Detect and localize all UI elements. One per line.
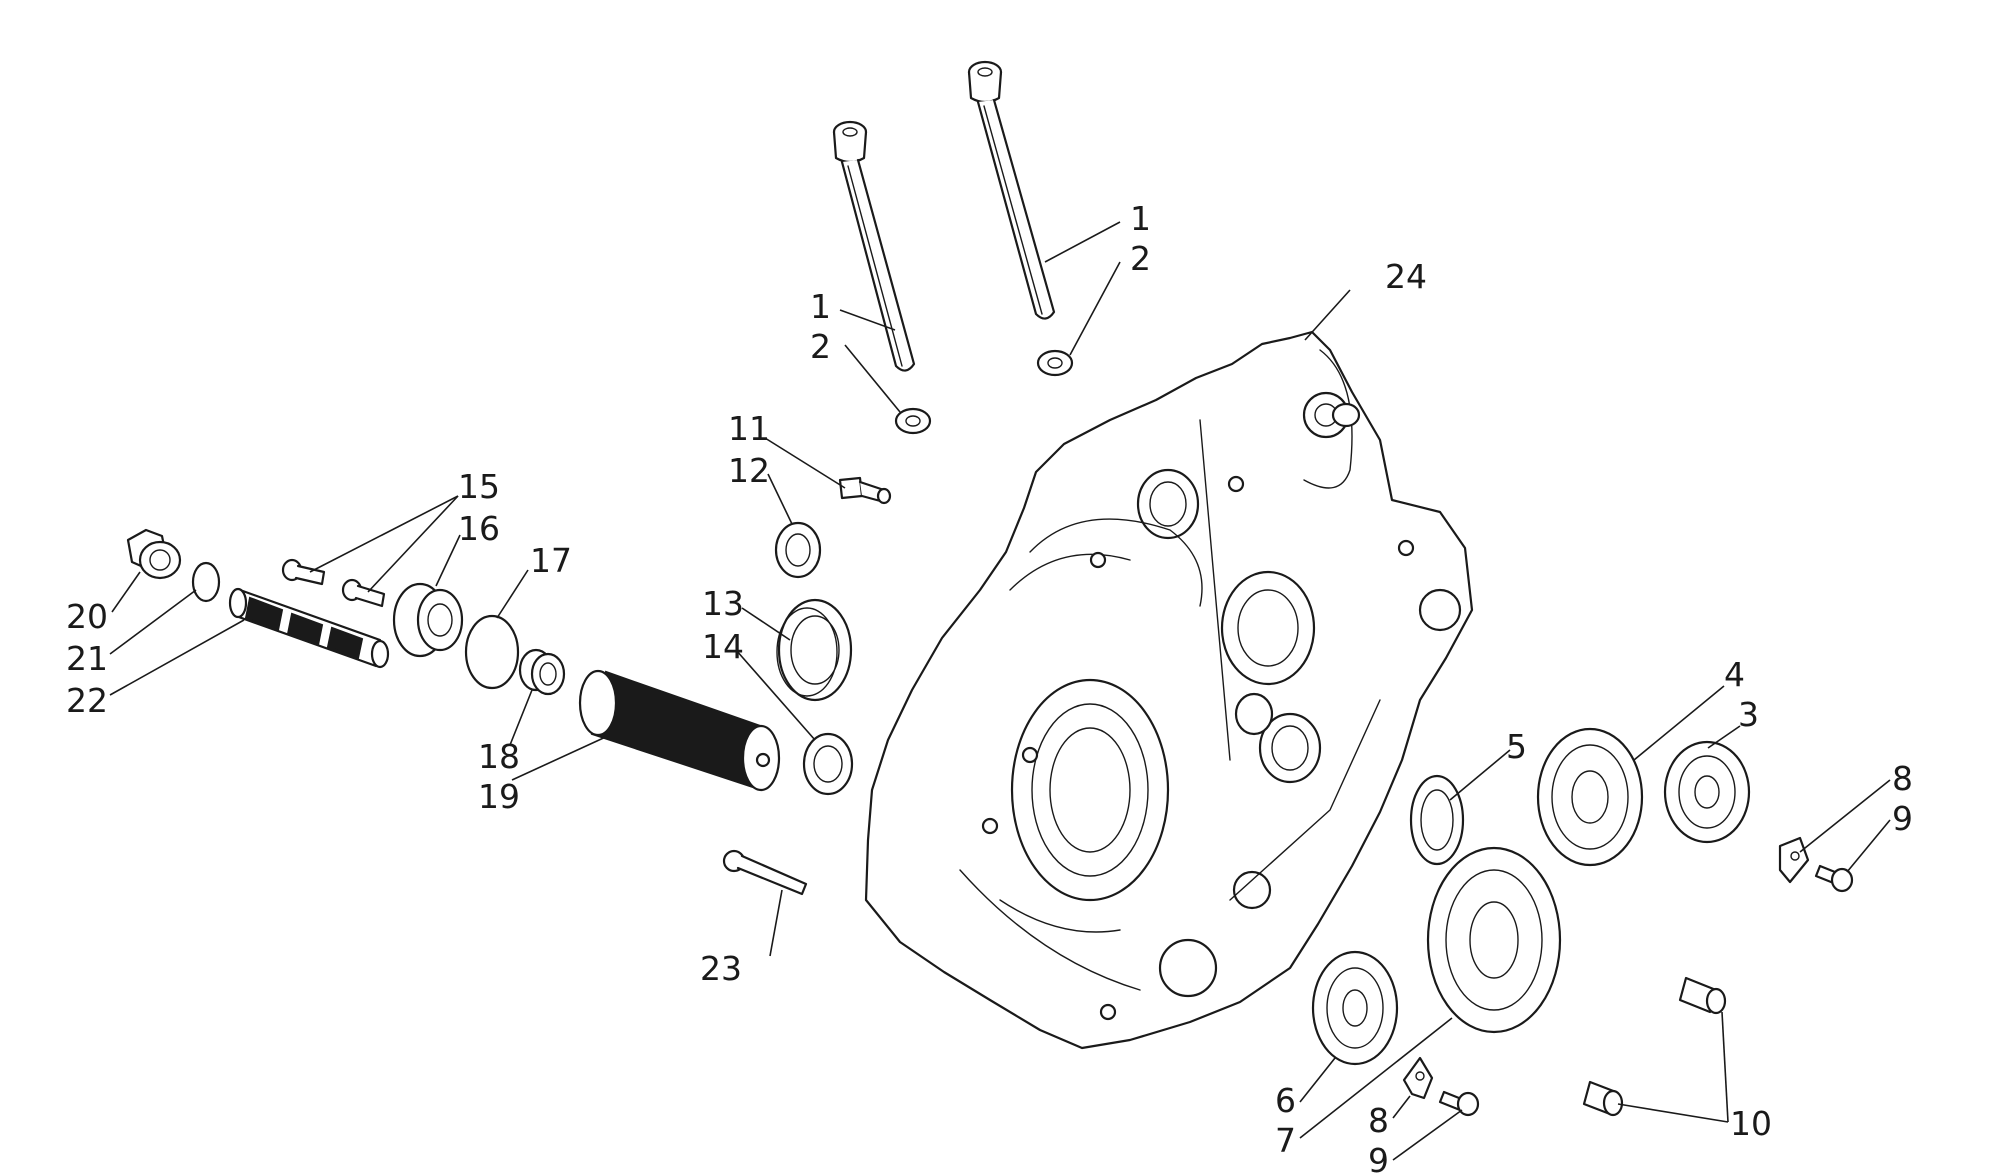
callout-7: 7 (1275, 1121, 1296, 1160)
medium-oil-seal (802, 732, 854, 796)
o-ring-large (464, 614, 520, 690)
callout-4: 4 (1724, 655, 1745, 694)
filter-screen (228, 587, 390, 669)
callout-1-right: 1 (1130, 199, 1151, 238)
small-seal (774, 521, 822, 579)
plug-screw (126, 528, 182, 580)
callout-8-lower: 8 (1368, 1101, 1389, 1140)
spring (518, 648, 566, 696)
washer-left (894, 407, 932, 435)
ball-bearing-lower (1311, 950, 1399, 1066)
screw-right (1814, 864, 1854, 893)
retainer-plate-lower (1402, 1056, 1434, 1100)
callout-21: 21 (66, 639, 108, 678)
callout-11: 11 (728, 409, 770, 448)
callout-22: 22 (66, 681, 108, 720)
ball-bearing-large (1536, 727, 1644, 867)
callout-15: 15 (458, 467, 500, 506)
callout-3: 3 (1738, 695, 1759, 734)
callout-8-right: 8 (1892, 759, 1913, 798)
dowel-bolt (722, 849, 808, 896)
callout-13: 13 (702, 584, 744, 623)
callout-14: 14 (702, 627, 744, 666)
banjo-bolt (838, 476, 892, 505)
dowel-sleeve-upper (1678, 976, 1727, 1015)
o-ring-small (191, 561, 221, 603)
ball-bearing-small (1663, 740, 1751, 844)
callout-10: 10 (1730, 1104, 1772, 1143)
callout-17: 17 (530, 541, 572, 580)
callout-1-left: 1 (810, 287, 831, 326)
callout-5: 5 (1506, 727, 1527, 766)
callout-19: 19 (478, 777, 520, 816)
callout-2-left: 2 (810, 327, 831, 366)
callout-18: 18 (478, 737, 520, 776)
crankcase-half (864, 330, 1474, 1050)
large-oil-seal (776, 598, 853, 702)
callout-20: 20 (66, 597, 108, 636)
callout-labels: 1 2 1 2 24 11 12 15 16 17 13 14 20 21 22… (66, 199, 1913, 1176)
long-bolt-right (967, 60, 1056, 320)
flange-bolt-a (281, 558, 326, 586)
callout-2-right: 2 (1130, 239, 1151, 278)
leader-lines (109, 221, 1891, 1161)
callout-12: 12 (728, 451, 770, 490)
callout-6: 6 (1275, 1081, 1296, 1120)
callout-9-lower: 9 (1368, 1141, 1389, 1176)
filter-cover (392, 582, 464, 658)
screw-lower (1438, 1090, 1480, 1117)
callout-16: 16 (458, 509, 500, 548)
needle-bearing (1409, 774, 1465, 866)
flange-bolt-b (341, 578, 386, 608)
oil-filter-cartridge (578, 669, 781, 792)
callout-23: 23 (700, 949, 742, 988)
retainer-plate-right (1778, 836, 1810, 884)
callout-24: 24 (1385, 257, 1427, 296)
dowel-sleeve-lower (1582, 1080, 1624, 1117)
long-bolt-left (832, 120, 916, 372)
washer-right (1036, 349, 1074, 377)
ball-bearing-crank (1426, 846, 1562, 1034)
callout-9-right: 9 (1892, 799, 1913, 838)
